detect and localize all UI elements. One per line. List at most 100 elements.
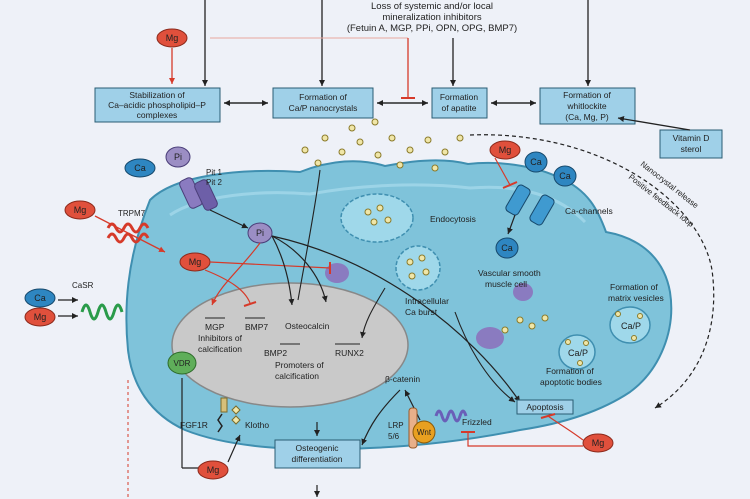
dot (615, 311, 621, 317)
dot (422, 268, 430, 276)
mg-ion (156, 28, 188, 48)
pi-ion-label: Pi (174, 152, 182, 162)
intracellular-line1: Intracellular (405, 296, 449, 306)
pi-ion-inner-label: Pi (256, 228, 264, 238)
dot (541, 314, 549, 322)
ca-ion (124, 158, 156, 178)
mg-ion (197, 460, 229, 480)
vsmc-line1: Vascular smooth (478, 268, 541, 278)
arrow (360, 287, 386, 339)
pit-label: Pit 1 (206, 168, 223, 177)
arrow (507, 214, 516, 235)
vitamin-d-line1: Vitamin D (673, 133, 710, 143)
ca-ion-label: Ca (134, 163, 146, 173)
osteogenic-line2: differentiation (292, 454, 343, 464)
arrow (271, 235, 328, 303)
osteogenic-line1: Osteogenic (296, 443, 340, 453)
klotho-label: Klotho (245, 420, 269, 430)
mg-ion-label: Mg (207, 465, 220, 475)
mgp-line1: MGP (205, 322, 225, 332)
nanocrystals-line2: Ca/P nanocrystals (289, 103, 358, 113)
casr-receptor (80, 303, 124, 321)
inhibit-line (211, 242, 261, 306)
apoptotic-line1: Formation of (546, 366, 594, 376)
arrow (209, 209, 249, 229)
matrix-vesicles-line1: Formation of (610, 282, 658, 292)
osteocalcin-label: Osteocalcin (285, 321, 330, 331)
apatite-line1: Formation (440, 92, 479, 102)
arrow (617, 116, 691, 131)
intracellular-vesicle (395, 245, 441, 291)
inhibit-bar (243, 301, 257, 307)
beta-catenin-label: β-catenin (385, 374, 420, 384)
ca-ion-label: Ca (34, 293, 46, 303)
inhibit-bar (540, 413, 556, 419)
arrow (271, 235, 295, 306)
arrow (227, 434, 241, 463)
bmp7-label: BMP7 (245, 322, 268, 332)
bmp2-label: BMP2 (264, 348, 287, 358)
apatite-line2: of apatite (442, 103, 477, 113)
ca-ion (524, 151, 548, 173)
inhibit-bar (502, 181, 518, 189)
dot (565, 339, 571, 345)
trpm7-label: TRPM7 (118, 209, 146, 218)
vdr-label: VDR (174, 359, 191, 368)
dot (384, 216, 392, 224)
mgp-line2: Inhibitors of (198, 333, 243, 343)
ca-ion (553, 165, 577, 187)
endocytosis-vesicle (340, 193, 414, 243)
vitamin-d-line2: sterol (681, 144, 702, 154)
stabilization-line1: Stabilization of (129, 90, 185, 100)
dot (583, 340, 589, 346)
top-inhibitors-line2: mineralization inhibitors (382, 12, 482, 23)
vsmc-line2: muscle cell (485, 279, 527, 289)
mg-ion (489, 140, 521, 160)
mg-ion-label: Mg (499, 145, 512, 155)
dot (528, 322, 536, 330)
nucleus (171, 282, 409, 408)
inhibit-line (547, 415, 584, 441)
ca-channel (529, 194, 555, 226)
vdr (167, 351, 197, 375)
purple-vesicle (513, 283, 533, 301)
nanocrystals-line1: Formation of (299, 92, 347, 102)
lrp-line2: 5/6 (388, 432, 400, 441)
stabilization-line3: complexes (137, 110, 178, 120)
arrow (297, 169, 321, 301)
arrow (361, 389, 401, 446)
arrow (454, 311, 516, 403)
whitlockite-line2: whitlockite (566, 101, 606, 111)
pit2-label: Pit 2 (206, 178, 223, 187)
wnt-ligand (412, 420, 436, 444)
wnt-label: Wnt (417, 428, 432, 437)
apoptosis-box (516, 399, 574, 415)
klotho-diamonds (231, 405, 241, 425)
nanocrystals-box (272, 87, 374, 119)
matrix-vesicle-label: Ca/P (621, 321, 641, 331)
ca-ion (24, 288, 56, 308)
mg-ion-label: Mg (74, 205, 87, 215)
pit-channel (194, 179, 218, 211)
dot (637, 313, 643, 319)
ca-ion-inner-label: Ca (501, 243, 513, 253)
mg-ion (64, 200, 96, 220)
mgp-line3: calcification (198, 344, 242, 354)
runx2-label: RUNX2 (335, 348, 364, 358)
top-inhibitors-line1: Loss of systemic and/or local (371, 1, 493, 12)
dot (364, 208, 372, 216)
dot (516, 316, 524, 324)
dot (408, 272, 416, 280)
stabilization-line2: Ca–acidic phospholipid–P (108, 100, 206, 110)
fgf1r-label: FGF1R (180, 420, 208, 430)
mg-ion (24, 307, 56, 327)
top-inhibitors-line3: (Fetuin A, MGP, PPi, OPN, OPG, BMP7) (347, 23, 517, 34)
matrix-vesicles-line2: matrix vesicles (608, 293, 664, 303)
dot (370, 218, 378, 226)
frizzled-label: Frizzled (462, 417, 492, 427)
mg-ion-label: Mg (166, 33, 179, 43)
dot (501, 326, 509, 334)
dot (631, 335, 637, 341)
